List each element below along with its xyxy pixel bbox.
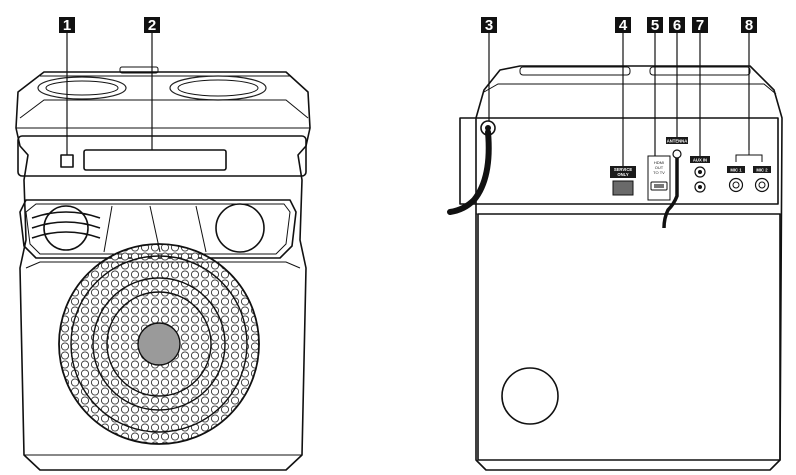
service-only-label-line2: ONLY (617, 172, 628, 177)
rear-body-outline (475, 65, 783, 471)
svg-text:1: 1 (63, 17, 71, 34)
svg-text:6: 6 (673, 17, 681, 34)
callout-7: 7 (692, 17, 708, 34)
top-handle (119, 66, 159, 74)
hdmi-label-line2: OUT (655, 165, 664, 170)
callout-1: 1 (59, 17, 75, 34)
rear-view: SERVICE ONLY HDMI OUT TO TV ANTENNA AUX … (447, 65, 783, 471)
front-body-outline (15, 71, 311, 471)
left-tweeter-light (43, 205, 89, 251)
svg-text:3: 3 (485, 17, 493, 34)
antenna-wire (662, 158, 679, 229)
antenna-jack (672, 149, 682, 159)
callout-4: 4 (615, 17, 631, 34)
woofer-dust-cap (137, 322, 181, 366)
control-panel-strip (17, 135, 307, 177)
antenna-label: ANTENNA (667, 139, 687, 144)
service-only-label-line1: SERVICE (614, 167, 633, 172)
front-light-panel (19, 199, 297, 259)
service-port (612, 180, 634, 196)
svg-text:8: 8 (745, 17, 753, 34)
callout-8: 8 (741, 17, 757, 34)
display-window (83, 149, 227, 171)
svg-text:7: 7 (696, 17, 704, 34)
mic1-label: MIC 1 (730, 168, 742, 173)
right-tweeter-light (215, 203, 265, 253)
aux-in-label: AUX IN (693, 158, 707, 163)
callout-6: 6 (669, 17, 685, 34)
hdmi-label-line3: TO TV (653, 170, 665, 175)
callout-2: 2 (144, 17, 160, 34)
power-cord (447, 129, 492, 215)
callout-5: 5 (647, 17, 663, 34)
rear-connector-panel (459, 117, 779, 205)
top-light-left (37, 76, 127, 100)
callout-3: 3 (481, 17, 497, 34)
power-button[interactable] (60, 154, 74, 168)
front-view (15, 66, 311, 471)
callout-leaders (66, 32, 750, 166)
hdmi-label-line1: HDMI (654, 160, 664, 165)
svg-text:5: 5 (651, 17, 659, 34)
bass-reflex-port (501, 367, 559, 425)
mic2-label: MIC 2 (756, 168, 768, 173)
svg-text:4: 4 (619, 17, 628, 34)
svg-text:2: 2 (148, 17, 156, 34)
